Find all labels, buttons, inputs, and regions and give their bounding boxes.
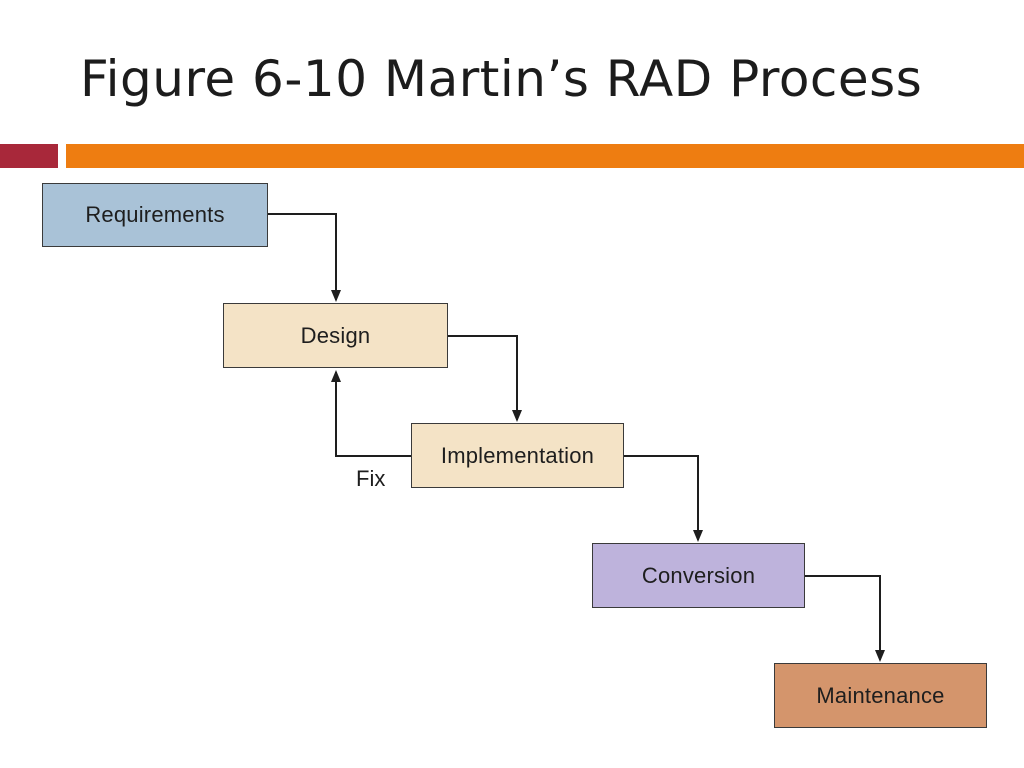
arrowhead-design [331, 290, 341, 302]
stage-conversion: Conversion [592, 543, 805, 608]
stage-requirements: Requirements [42, 183, 268, 247]
fix-label: Fix [356, 466, 386, 491]
slide-title: Figure 6-10 Martin’s RAD Process [80, 50, 923, 108]
connector-requirements-design [268, 213, 337, 300]
arrowhead-fix [331, 370, 341, 382]
stage-maintenance: Maintenance [774, 663, 987, 728]
accent-bar-orange [66, 144, 1024, 168]
arrowhead-implementation [512, 410, 522, 422]
connector-implementation-conversion [624, 455, 699, 540]
arrowhead-maintenance [875, 650, 885, 662]
connector-conversion-maintenance [805, 575, 881, 660]
stage-design: Design [223, 303, 448, 368]
connector-fix-feedback [335, 372, 412, 457]
connector-design-implementation [448, 335, 518, 420]
stage-implementation: Implementation [411, 423, 624, 488]
accent-bar-red [0, 144, 58, 168]
arrowhead-conversion [693, 530, 703, 542]
